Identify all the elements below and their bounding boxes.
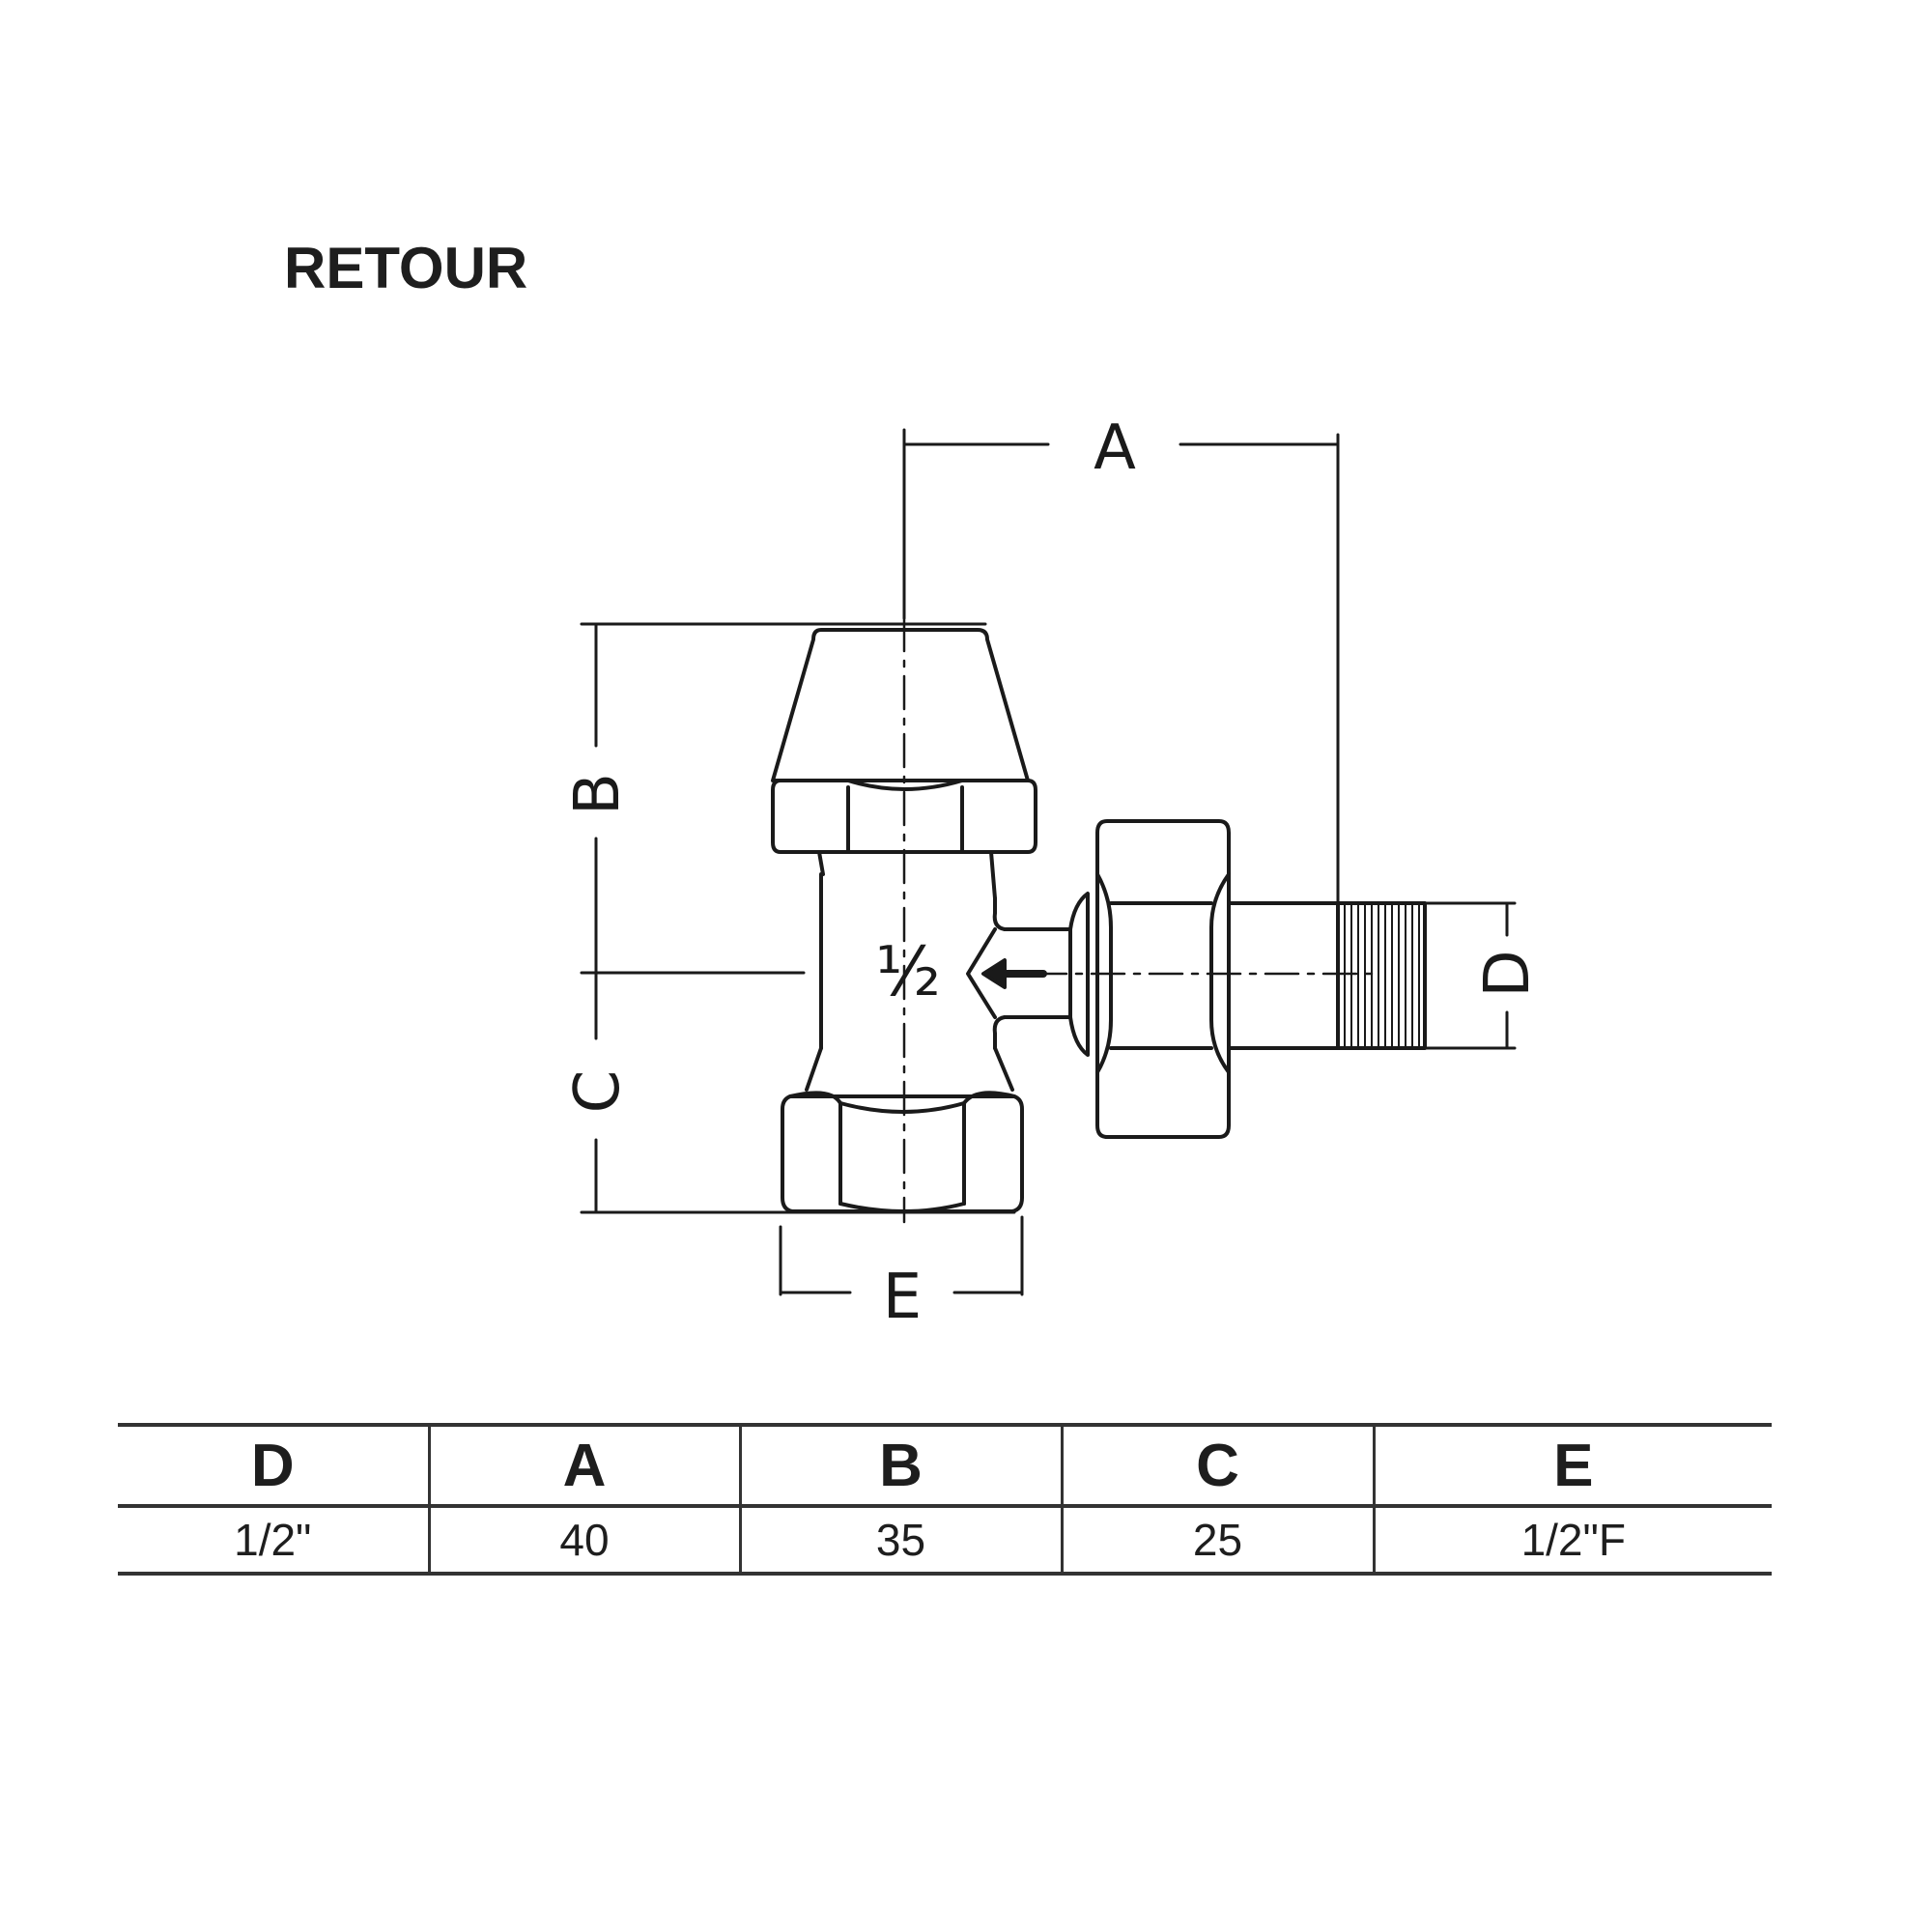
dimensions-table: D A B C E 1/2" 40 35 25 1/2"F <box>118 1423 1772 1576</box>
header-d: D <box>118 1423 429 1508</box>
dimension-label-e: E <box>883 1262 922 1333</box>
value-b: 35 <box>738 1506 1062 1576</box>
body-size-marking: ½ <box>875 932 941 1011</box>
header-e: E <box>1372 1423 1772 1508</box>
value-d: 1/2" <box>118 1506 429 1576</box>
thread-lines <box>1344 904 1420 1047</box>
table-row: 1/2" 40 35 25 1/2"F <box>118 1506 1772 1576</box>
table-header-row: D A B C E <box>118 1423 1772 1508</box>
page-title: RETOUR <box>284 236 528 300</box>
dimension-label-a: A <box>1094 412 1136 484</box>
valve-body <box>771 628 1427 1213</box>
dimension-lines <box>580 428 1517 1296</box>
header-c: C <box>1060 1423 1374 1508</box>
center-lines <box>902 616 1383 1224</box>
value-e: 1/2"F <box>1372 1506 1772 1576</box>
dimension-label-d: D <box>1472 950 1544 997</box>
header-b: B <box>738 1423 1062 1508</box>
dimension-label-c: C <box>562 1070 634 1114</box>
value-a: 40 <box>427 1506 740 1576</box>
header-a: A <box>427 1423 740 1508</box>
value-c: 25 <box>1060 1506 1374 1576</box>
flow-arrow-icon <box>981 958 1047 989</box>
dimension-label-b: B <box>562 773 634 815</box>
